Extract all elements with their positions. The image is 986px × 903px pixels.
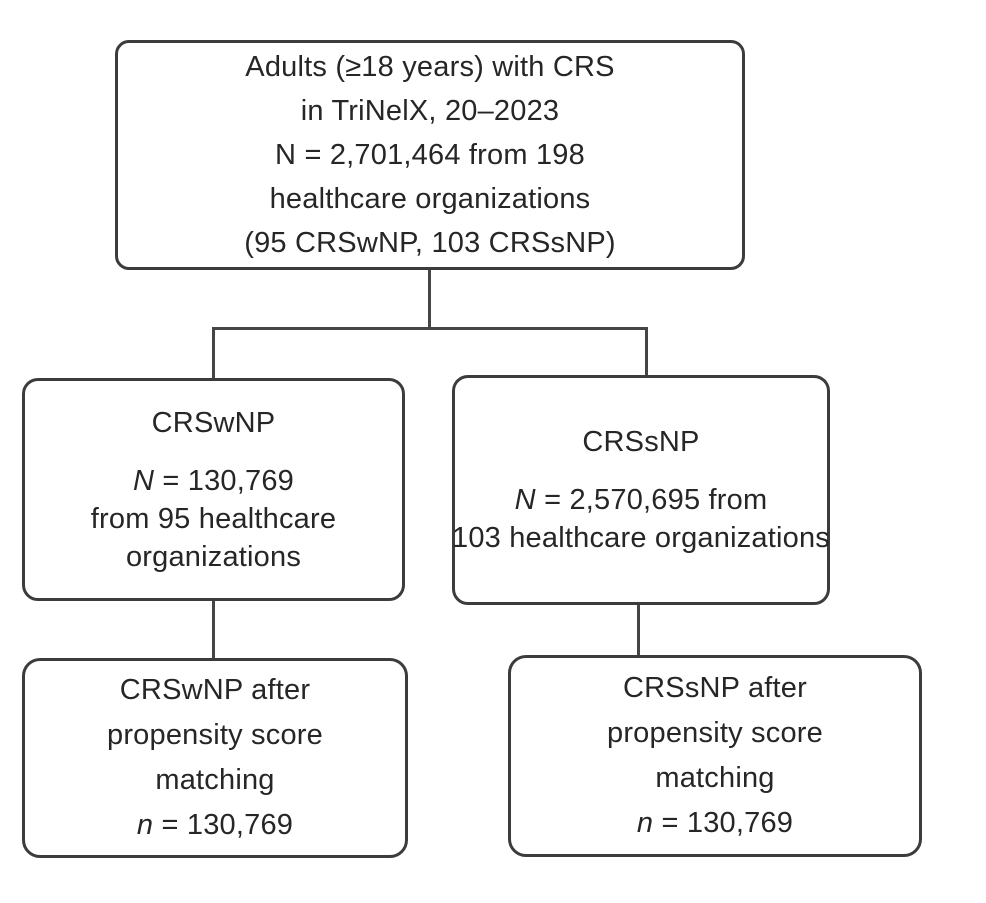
crswnp-matched-line-3: matching bbox=[155, 764, 275, 796]
population-line-4: healthcare organizations bbox=[269, 183, 591, 215]
connector-crssnp-matching bbox=[637, 603, 640, 657]
connector-drop-crswnp bbox=[212, 327, 215, 380]
crssnp-details: N = 2,570,695 from 103 healthcare organi… bbox=[452, 481, 830, 557]
n-count-text: = 130,769 bbox=[153, 809, 294, 841]
box-crswnp-cohort: CRSwNP N = 130,769 from 95 healthcare or… bbox=[22, 378, 405, 601]
crssnp-matched-line-2: propensity score bbox=[607, 717, 823, 749]
n-symbol: n bbox=[136, 809, 154, 841]
crswnp-matched-line-1: CRSwNP after bbox=[119, 674, 311, 706]
connector-horizontal-bar bbox=[212, 327, 648, 330]
crswnp-count-line: N = 130,769 bbox=[91, 462, 336, 500]
population-line-3: N = 2,701,464 from 198 bbox=[275, 139, 585, 171]
box-crssnp-matched: CRSsNP after propensity score matching n… bbox=[508, 655, 922, 857]
crssnp-orgs-line: 103 healthcare organizations bbox=[451, 522, 831, 554]
population-line-2: in TriNelX, 20–2023 bbox=[300, 95, 560, 127]
crssnp-matched-line-3: matching bbox=[655, 762, 775, 794]
crssnp-matched-line-1: CRSsNP after bbox=[623, 672, 807, 704]
crswnp-matched-count-line: n = 130,769 bbox=[137, 803, 293, 848]
n-count-text: = 130,769 bbox=[653, 807, 794, 839]
crssnp-matched-count-line: n = 130,769 bbox=[637, 801, 793, 846]
box-crswnp-matched: CRSwNP after propensity score matching n… bbox=[22, 658, 408, 858]
box-crs-population: Adults (≥18 years) with CRS in TriNelX, … bbox=[115, 40, 745, 270]
n-count-text: = 130,769 bbox=[154, 464, 295, 497]
crswnp-matched-line-2: propensity score bbox=[107, 719, 323, 751]
crswnp-orgs-line-1: from 95 healthcare bbox=[90, 502, 337, 535]
crswnp-title: CRSwNP bbox=[151, 406, 276, 439]
connector-drop-crssnp bbox=[645, 327, 648, 377]
population-line-1: Adults (≥18 years) with CRS bbox=[245, 51, 615, 83]
n-symbol: N bbox=[132, 464, 155, 497]
connector-crswnp-matching bbox=[212, 599, 215, 660]
n-symbol: n bbox=[636, 807, 654, 839]
crssnp-title: CRSsNP bbox=[582, 426, 700, 458]
box-crssnp-cohort: CRSsNP N = 2,570,695 from 103 healthcare… bbox=[452, 375, 830, 605]
crssnp-count-line: N = 2,570,695 from bbox=[452, 481, 830, 519]
n-count-text: = 2,570,695 from bbox=[535, 484, 768, 516]
crswnp-details: N = 130,769 from 95 healthcare organizat… bbox=[91, 462, 336, 576]
n-symbol: N bbox=[514, 484, 536, 516]
population-line-5: (95 CRSwNP, 103 CRSsNP) bbox=[244, 227, 616, 259]
crswnp-orgs-line-2: organizations bbox=[125, 540, 302, 573]
connector-top-stem bbox=[428, 268, 431, 330]
